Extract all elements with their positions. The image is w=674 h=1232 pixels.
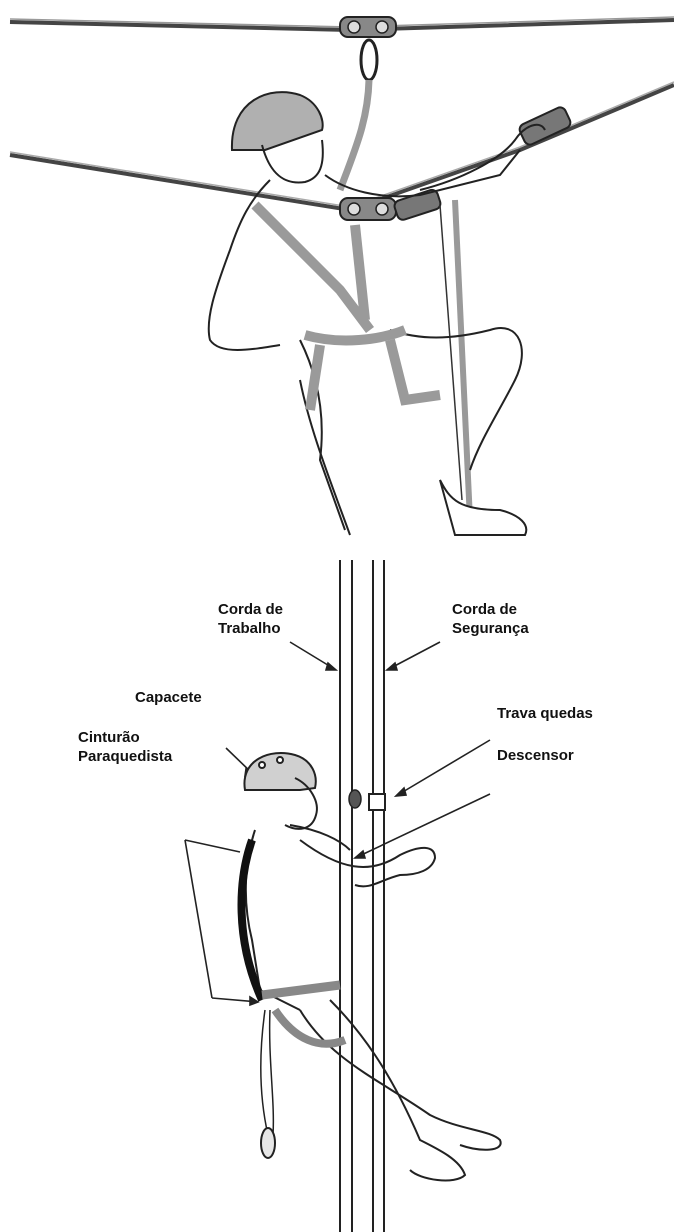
- fall-arrester-icon: [369, 794, 385, 810]
- rope-access-svg: [0, 540, 674, 1232]
- rope-access-diagram: Corda de Trabalho Corda de Segurança Cap…: [0, 540, 674, 1232]
- traverse-illustration: [0, 0, 674, 540]
- label-descensor: Descensor: [497, 746, 574, 765]
- label-corda-trabalho: Corda de Trabalho: [218, 600, 283, 638]
- label-cinturao: Cinturão Paraquedista: [78, 728, 172, 766]
- pulley-icon: [340, 17, 396, 37]
- helmet-icon: [232, 92, 323, 150]
- descender-icon: [349, 790, 361, 808]
- label-capacete: Capacete: [135, 688, 202, 707]
- work-rope: [340, 560, 352, 1232]
- upper-lanyard: [340, 80, 369, 190]
- pulley-icon: [340, 198, 396, 220]
- harness-icon: [242, 840, 345, 1044]
- carabiner-icon: [261, 1128, 275, 1158]
- worker-figure-top: [209, 92, 545, 535]
- label-trava-quedas: Trava quedas: [497, 704, 593, 723]
- lower-guide-rope: [10, 85, 674, 210]
- foot-loop-rope: [455, 200, 470, 520]
- carabiner-icon: [361, 40, 377, 80]
- traverse-svg: [0, 0, 674, 540]
- safety-rope: [373, 560, 384, 1232]
- harness-icon: [255, 205, 440, 410]
- label-corda-seguranca: Corda de Segurança: [452, 600, 529, 638]
